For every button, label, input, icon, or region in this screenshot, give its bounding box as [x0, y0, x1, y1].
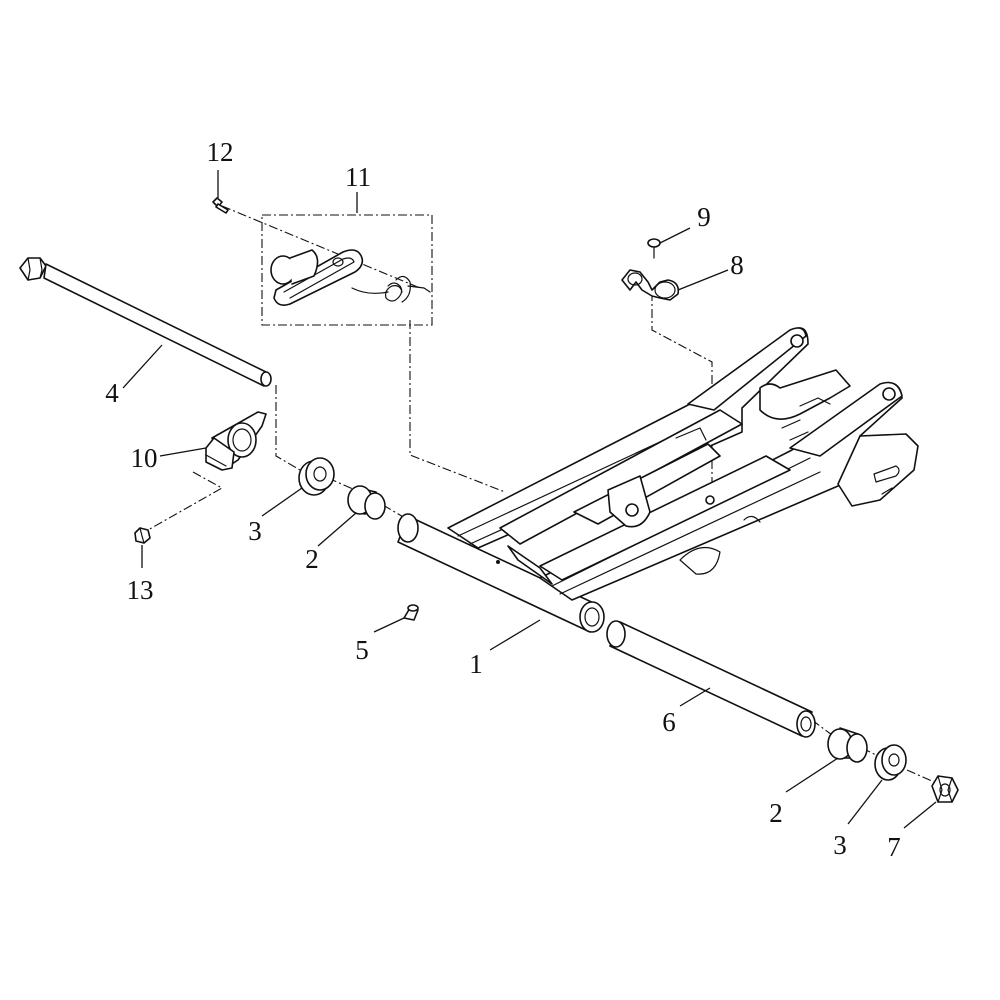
callouts: 12 11 9 8 4 10 3 2 13 5 1 6 2 3 7 [105, 137, 901, 862]
callout-10: 10 [131, 443, 158, 473]
callout-3-left: 3 [248, 516, 262, 546]
part-3-washer-left [298, 457, 335, 496]
callout-1: 1 [469, 649, 483, 679]
part-13-bolt [134, 527, 151, 544]
part-2-bushing-left [347, 485, 386, 520]
callout-6: 6 [662, 707, 676, 737]
part-9-screw [647, 238, 661, 259]
callout-3-right: 3 [833, 830, 847, 860]
callout-8: 8 [730, 250, 744, 280]
callout-2-left: 2 [305, 544, 319, 574]
part-11-kit-box [261, 214, 433, 326]
leader-lines [122, 170, 937, 829]
callout-11: 11 [345, 162, 371, 192]
part-12-bolt [212, 197, 229, 214]
part-7-nut [931, 775, 959, 803]
part-10-guide-bracket [205, 411, 267, 471]
callout-13: 13 [127, 575, 154, 605]
callout-5: 5 [355, 635, 369, 665]
part-4-axle-bolt [19, 257, 272, 387]
callout-9: 9 [697, 202, 711, 232]
part-8-clamp [621, 269, 680, 301]
callout-7: 7 [887, 832, 901, 862]
callout-2-right: 2 [769, 798, 783, 828]
part-1-swing-arm [397, 327, 919, 633]
part-3-washer-right [874, 744, 907, 781]
part-6-tube [606, 620, 816, 738]
callout-4: 4 [105, 378, 119, 408]
callout-12: 12 [207, 137, 234, 167]
part-5-grease-nipple [403, 604, 419, 621]
part-2-bushing-right [827, 727, 868, 763]
